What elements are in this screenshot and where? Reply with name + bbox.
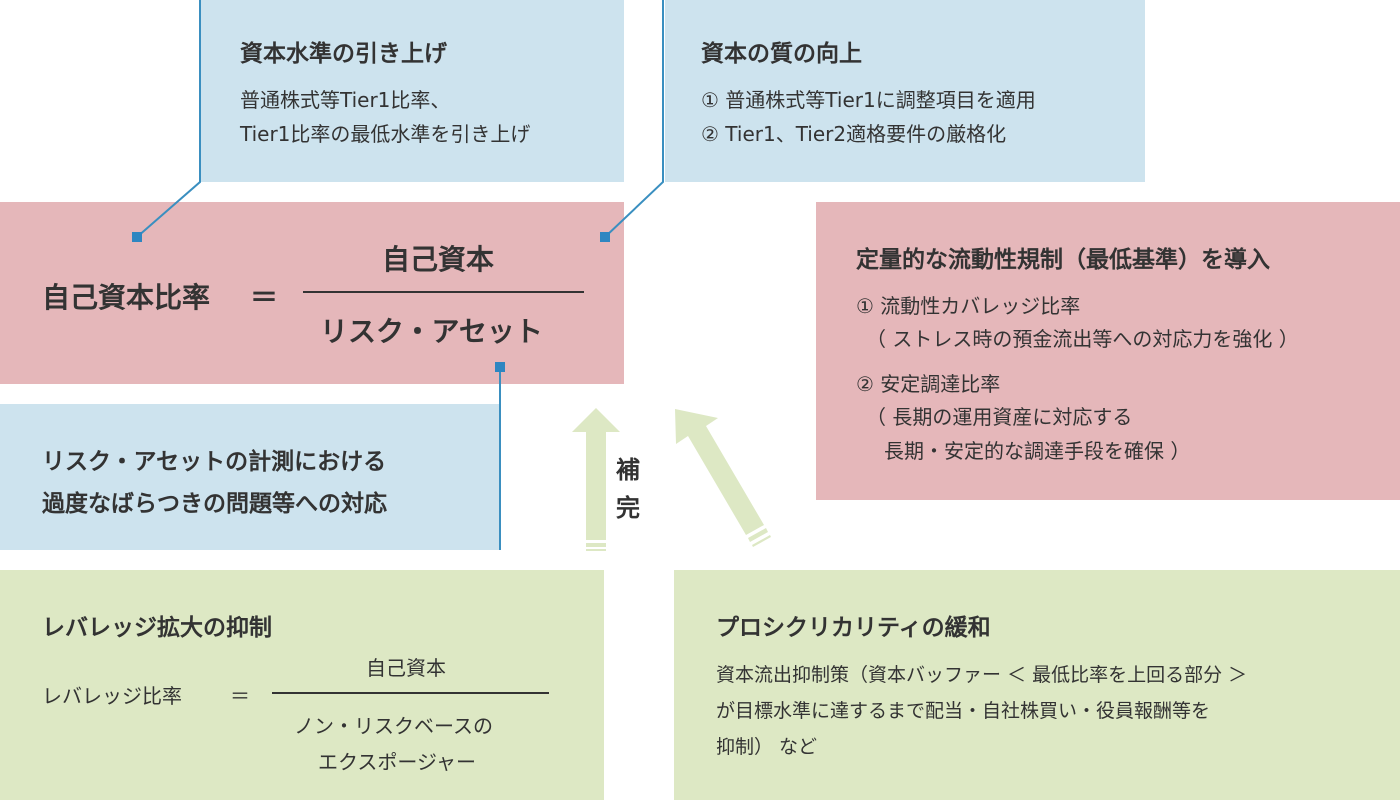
liquidity-item2-note2: 長期・安定的な調達手段を確保 ）: [884, 439, 1191, 463]
leverage-title: レバレッジ拡大の抑制: [42, 615, 272, 641]
supplement-char1: 補: [616, 456, 640, 484]
procyclicality-line2: が目標水準に達するまで配当・自社株買い・役員報酬等を: [716, 700, 1211, 722]
capital-quality-line1: ① 普通株式等Tier1に調整項目を適用: [701, 88, 1036, 112]
risk-asset-box: リスク・アセットの計測における 過度なばらつきの問題等への対応: [0, 404, 500, 550]
liquidity-box: 定量的な流動性規制（最低基準）を導入 ① 流動性カバレッジ比率 （ ストレス時の…: [816, 202, 1400, 500]
connector-capital-quality: [604, 0, 664, 238]
leverage-label: レバレッジ比率: [42, 684, 182, 708]
connector-capital-level: [136, 0, 201, 238]
procyclicality-box: プロシクリカリティの緩和 資本流出抑制策（資本バッファー ＜ 最低比率を上回る部…: [674, 570, 1400, 800]
diagonal-arrow: [675, 409, 771, 547]
connector-dot-risk-asset: [495, 362, 505, 372]
risk-asset-line2: 過度なばらつきの問題等への対応: [42, 491, 387, 517]
procyclicality-line1: 資本流出抑制策（資本バッファー ＜ 最低比率を上回る部分 ＞: [716, 664, 1248, 686]
leverage-fraction-line: [272, 692, 549, 694]
capital-ratio-fraction-line: [303, 291, 584, 293]
liquidity-item1: ① 流動性カバレッジ比率: [856, 294, 1081, 318]
procyclicality-title: プロシクリカリティの緩和: [716, 615, 991, 641]
capital-quality-title: 資本の質の向上: [701, 41, 862, 67]
capital-ratio-equals: ＝: [250, 281, 279, 314]
capital-level-box: 資本水準の引き上げ 普通株式等Tier1比率、 Tier1比率の最低水準を引き上…: [200, 0, 624, 182]
supplement-char2: 完: [616, 494, 640, 522]
liquidity-title: 定量的な流動性規制（最低基準）を導入: [856, 247, 1270, 273]
risk-asset-line1: リスク・アセットの計測における: [42, 449, 387, 475]
capital-ratio-numerator: 自己資本: [382, 243, 495, 276]
capital-level-line1: 普通株式等Tier1比率、: [240, 88, 451, 112]
leverage-numerator: 自己資本: [366, 656, 446, 680]
connector-dot-capital-quality: [600, 232, 610, 242]
liquidity-item2-note1: （ 長期の運用資産に対応する: [866, 405, 1133, 429]
capital-ratio-label: 自己資本比率: [42, 281, 211, 314]
liquidity-item1-note: （ ストレス時の預金流出等への対応力を強化 ）: [866, 327, 1299, 351]
leverage-denominator2: エクスポージャー: [318, 750, 476, 774]
capital-level-title: 資本水準の引き上げ: [240, 41, 447, 67]
capital-level-line2: Tier1比率の最低水準を引き上げ: [240, 122, 531, 146]
procyclicality-line3: 抑制） など: [716, 736, 818, 758]
leverage-box: レバレッジ拡大の抑制 レバレッジ比率 ＝ 自己資本 ノン・リスクベースの エクス…: [0, 570, 604, 800]
connector-dot-capital-level: [132, 232, 142, 242]
capital-ratio-denominator: リスク・アセット: [320, 315, 543, 348]
leverage-equals: ＝: [230, 684, 250, 708]
liquidity-item2: ② 安定調達比率: [856, 372, 1001, 396]
supplement-arrow: [572, 408, 620, 551]
capital-quality-line2: ② Tier1、Tier2適格要件の厳格化: [701, 122, 1007, 146]
capital-ratio-box: 自己資本比率 ＝ 自己資本 リスク・アセット: [0, 202, 624, 384]
capital-quality-box: 資本の質の向上 ① 普通株式等Tier1に調整項目を適用 ② Tier1、Tie…: [665, 0, 1145, 182]
leverage-denominator1: ノン・リスクベースの: [294, 714, 493, 738]
